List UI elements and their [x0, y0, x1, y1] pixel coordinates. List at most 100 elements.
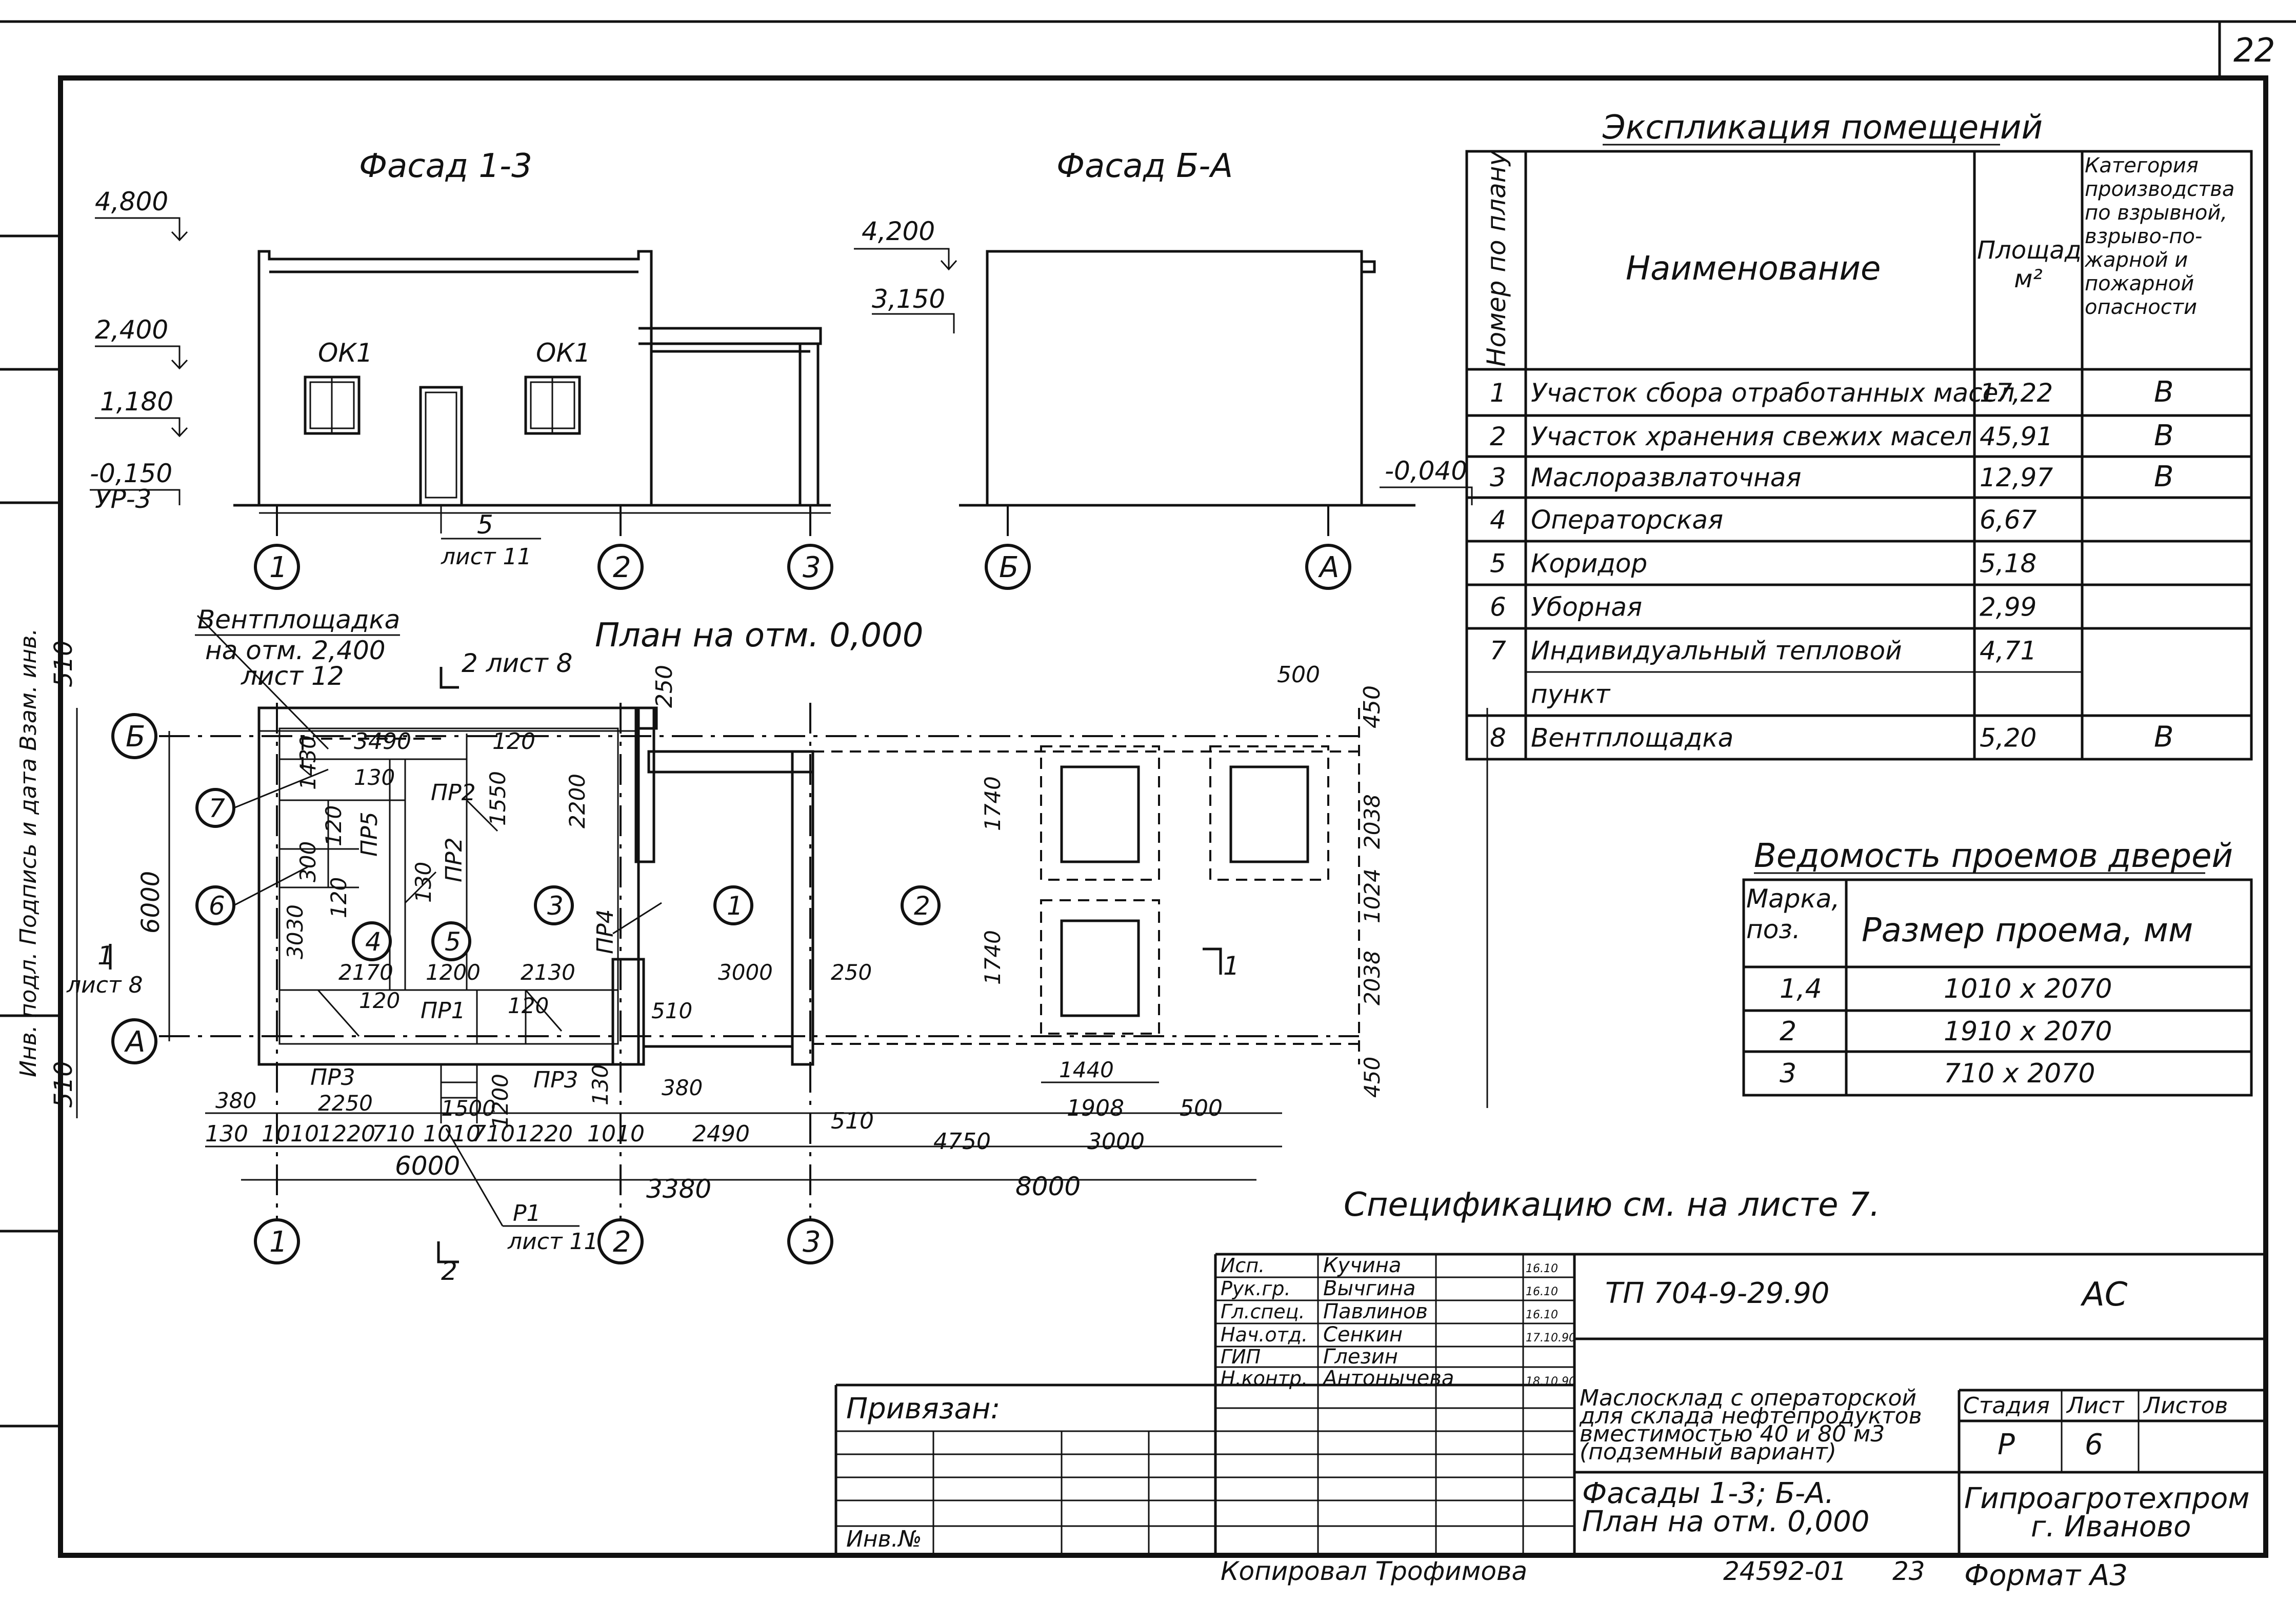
expl-row-num: 3	[1490, 463, 1506, 492]
sheet-title: Фасады 1-3; Б-А.	[1582, 1477, 1834, 1510]
tb-role: Нач.отд.	[1221, 1323, 1308, 1346]
dim-inner: 1740	[980, 930, 1005, 985]
dim-bottom-2: 3000	[1087, 1129, 1145, 1155]
dim-left: 6000	[136, 871, 165, 934]
door-mark-pr2-a: ПР2	[431, 780, 476, 806]
svg-text:3: 3	[803, 1225, 821, 1259]
tb-name: Глезин	[1323, 1345, 1398, 1369]
dim-bottom-2: 1010	[262, 1121, 319, 1147]
header-size: Размер проема, мм	[1862, 912, 2193, 950]
svg-text:2: 2	[613, 551, 631, 584]
tb-role: Н.контр.	[1221, 1367, 1308, 1390]
header-category: Категория производства по взрывной, взры…	[2085, 154, 2235, 319]
dim-bottom-3: 3380	[646, 1174, 711, 1204]
svg-text:(подземный вариант): (подземный вариант)	[1580, 1439, 1836, 1465]
door-schedule: Ведомость проемов дверей Марка, поз. Раз…	[1742, 837, 2253, 1097]
dim-inner: 120	[359, 988, 400, 1013]
tb-name: Сенкин	[1323, 1323, 1403, 1347]
header-name: Наименование	[1626, 250, 1881, 288]
dim-bottom-2: 1908	[1067, 1095, 1124, 1121]
dim-inner: 250	[831, 960, 872, 985]
dim-inner: 1550	[485, 771, 510, 826]
dim-inner: 300	[295, 841, 321, 882]
dim-inner: 2200	[565, 774, 590, 828]
vent-note: Вентплощадка	[197, 605, 400, 635]
axis-b-facade	[985, 544, 1031, 590]
expl-row-area: 17,22	[1980, 378, 2053, 408]
dim-bottom-2: 1010	[587, 1121, 645, 1147]
dim-bottom-2: 130	[205, 1121, 248, 1147]
room-marker-5	[431, 921, 471, 961]
dim-inner: 2170	[338, 960, 393, 985]
dim-bottom-3: 6000	[395, 1151, 460, 1181]
dim-bottom-2: 2490	[692, 1121, 750, 1147]
axis-2-plan	[597, 1218, 644, 1264]
sheet-frame	[58, 75, 2268, 1558]
facade-1-3: Фасад 1-3 4,800 2,400 1,180 -0,150 УР-3 …	[90, 147, 833, 590]
expl-row-area: 12,97	[1980, 463, 2053, 492]
tb-role: ГИП	[1221, 1346, 1261, 1368]
dim-inner: 120	[508, 993, 549, 1018]
expl-row-name: пункт	[1531, 680, 1611, 709]
facade-b-a-wall	[986, 250, 1363, 507]
tb-name: Кучина	[1323, 1254, 1401, 1277]
inv-label: Инв.№	[846, 1526, 922, 1552]
explication-title: Экспликация помещений	[1602, 109, 2043, 147]
stage-value: Р	[1998, 1428, 2015, 1461]
dim-inner: 510	[651, 998, 692, 1023]
floor-plan: План на отм. 0,000 Вентплощадка на отм. …	[49, 605, 1488, 1286]
dim-inner: 1024	[1360, 868, 1385, 923]
expl-row-area: 2,99	[1980, 592, 2037, 622]
axis-1-plan	[254, 1218, 300, 1264]
side-stamp: Инв. подл. Подпись и дата Взам. инв.	[15, 628, 42, 1077]
plan-column	[634, 706, 655, 863]
door-row-size: 1910 x 2070	[1944, 1016, 2112, 1047]
door-row-size: 1010 x 2070	[1944, 974, 2112, 1004]
dim-inner: 2038	[1360, 794, 1385, 849]
dim-top: 500	[1277, 662, 1320, 688]
svg-text:лист 8: лист 8	[66, 972, 143, 998]
dim-bottom-2: 1220	[318, 1121, 375, 1147]
dim-bottom-2: 1010	[423, 1121, 481, 1147]
expl-row-name: Участок сбора отработанных масел	[1531, 378, 2014, 408]
axis-a-facade	[1305, 544, 1351, 590]
door-mark-pr4: ПР4	[592, 909, 618, 954]
sheet-value: 6	[2085, 1428, 2103, 1461]
expl-row-cat: В	[2154, 721, 2173, 754]
level-1180: 1,180	[100, 387, 173, 417]
svg-text:лист 11: лист 11	[507, 1229, 598, 1255]
expl-row-name: Коридор	[1531, 549, 1647, 579]
project-name: Маслосклад с операторской	[1580, 1385, 1916, 1411]
tb-role: Рук.гр.	[1221, 1277, 1291, 1300]
svg-text:3: 3	[547, 891, 564, 921]
svg-text:1: 1	[727, 891, 743, 921]
expl-row-name: Вентплощадка	[1531, 723, 1733, 753]
footer-archive: 24592-01	[1723, 1556, 1847, 1586]
expl-row-name: Участок хранения свежих масел	[1531, 422, 1972, 451]
expl-row-cat: В	[2154, 375, 2173, 409]
dim-bottom-1: 380	[662, 1075, 703, 1100]
dim-bottom-2: 710	[372, 1121, 415, 1147]
door-mark-pr3-b: ПР3	[533, 1067, 578, 1093]
dim-bottom-3: 8000	[1015, 1172, 1081, 1201]
door-row-size: 710 x 2070	[1944, 1058, 2095, 1089]
section-2-top: 2 лист 8	[462, 648, 572, 678]
plan-pier	[611, 958, 645, 1066]
dim-bottom-1: 1500	[441, 1096, 496, 1121]
dim-bottom-1: 1440	[1059, 1057, 1114, 1082]
axis-1-facade	[254, 544, 300, 590]
callout-5: 5	[477, 510, 493, 540]
tb-date: 16.10	[1526, 1309, 1558, 1321]
svg-text:на отм. 2,400: на отм. 2,400	[205, 636, 386, 665]
dim-top: 450	[1359, 685, 1385, 728]
svg-text:Б: Б	[999, 551, 1019, 584]
axis-3-plan	[787, 1218, 833, 1264]
dim-inner: 1200	[426, 960, 481, 985]
door-schedule-title: Ведомость проемов дверей	[1754, 837, 2233, 875]
room-marker-2	[901, 885, 941, 925]
dim-inner: 1740	[980, 776, 1005, 831]
